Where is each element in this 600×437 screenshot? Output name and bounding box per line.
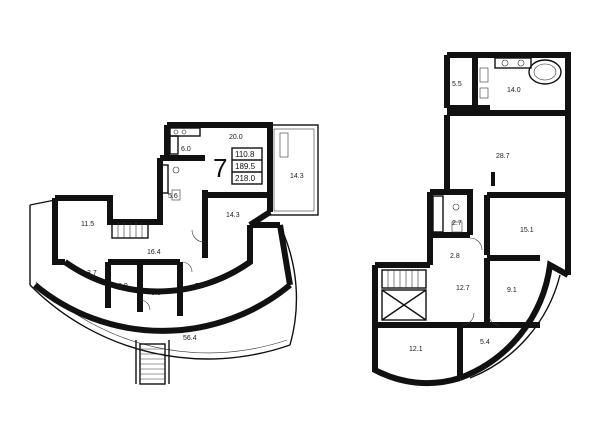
terrace-right-arc — [281, 229, 298, 346]
door-swing-5-4 — [181, 261, 193, 273]
right-level-plan: 5.5 14.0 28.7 2.7 15.1 2.8 12.7 9.1 12.1… — [372, 52, 571, 387]
room-label-6-0: 6.0 — [181, 146, 191, 153]
room-label-3-9: 3.9 — [118, 283, 128, 290]
room-label-9-1: 9.1 — [507, 287, 517, 294]
terrace-outer-arc — [29, 284, 291, 360]
unit-area-total: 189.5 — [235, 162, 256, 171]
left-level-plan: 7 110.8 189.5 218.0 20.0 6.0 14.3 5.6 14… — [29, 122, 319, 385]
room-label-16-4: 16.4 — [147, 249, 161, 256]
unit-area-with-terrace: 218.0 — [235, 174, 256, 183]
door-swing-14-3 — [191, 229, 205, 243]
kitchen-fixtures — [169, 127, 201, 155]
wall-room-11-5 — [52, 198, 65, 265]
wall-upper-left — [55, 158, 163, 225]
room-label-2-7: 2.7 — [452, 220, 462, 227]
room-label-12-7: 12.7 — [456, 285, 470, 292]
room-label-6-8: 6.8 — [151, 290, 161, 297]
wall-inner-arc — [63, 225, 253, 295]
balcony-rail-arc — [469, 274, 561, 379]
wall-lower-left-arc — [372, 265, 461, 387]
room-label-terrace-14-3: 14.3 — [290, 173, 304, 180]
room-label-5-6: 5.6 — [168, 193, 178, 200]
room-label-11-5: 11.5 — [81, 221, 94, 228]
door-swing-2-7 — [469, 237, 483, 251]
wall-2-7-box — [430, 189, 473, 235]
hall-stairs — [111, 221, 149, 239]
unit-info-box: 7 110.8 189.5 218.0 — [213, 147, 263, 185]
room-label-12-1: 12.1 — [409, 346, 423, 353]
wall-lower-right-arc — [458, 260, 570, 381]
room-label-5-5: 5.5 — [452, 81, 462, 88]
upper-bath-fixtures — [432, 57, 562, 233]
terrace-top-edge — [29, 199, 56, 206]
room-label-56-4: 56.4 — [183, 335, 197, 342]
door-swing-9-1 — [488, 314, 500, 326]
wall-right-outer — [447, 52, 571, 275]
bathroom-fixtures — [157, 164, 181, 201]
room-label-15-1: 15.1 — [520, 227, 534, 234]
upper-stairs — [381, 269, 427, 321]
door-swing-12-1 — [461, 312, 475, 326]
room-label-3-7: 3.7 — [87, 270, 97, 277]
room-label-5-4: 5.4 — [195, 283, 205, 290]
room-label-5-4-upper: 5.4 — [480, 339, 490, 346]
room-label-2-8: 2.8 — [450, 253, 460, 260]
wall-right-end — [277, 224, 293, 286]
unit-number: 7 — [213, 153, 227, 183]
entrance-stairs — [135, 340, 170, 385]
room-label-14-0: 14.0 — [507, 87, 521, 94]
door-swing-6-8 — [139, 299, 151, 311]
unit-area-living: 110.8 — [235, 150, 255, 159]
room-label-28-7: 28.7 — [496, 153, 510, 160]
room-label-14-3: 14.3 — [226, 212, 240, 219]
wall-outer-arc-rooms — [33, 282, 292, 334]
room-label-20-0: 20.0 — [229, 134, 243, 141]
window-marks — [491, 65, 570, 230]
balcony-14-3 — [269, 124, 319, 216]
